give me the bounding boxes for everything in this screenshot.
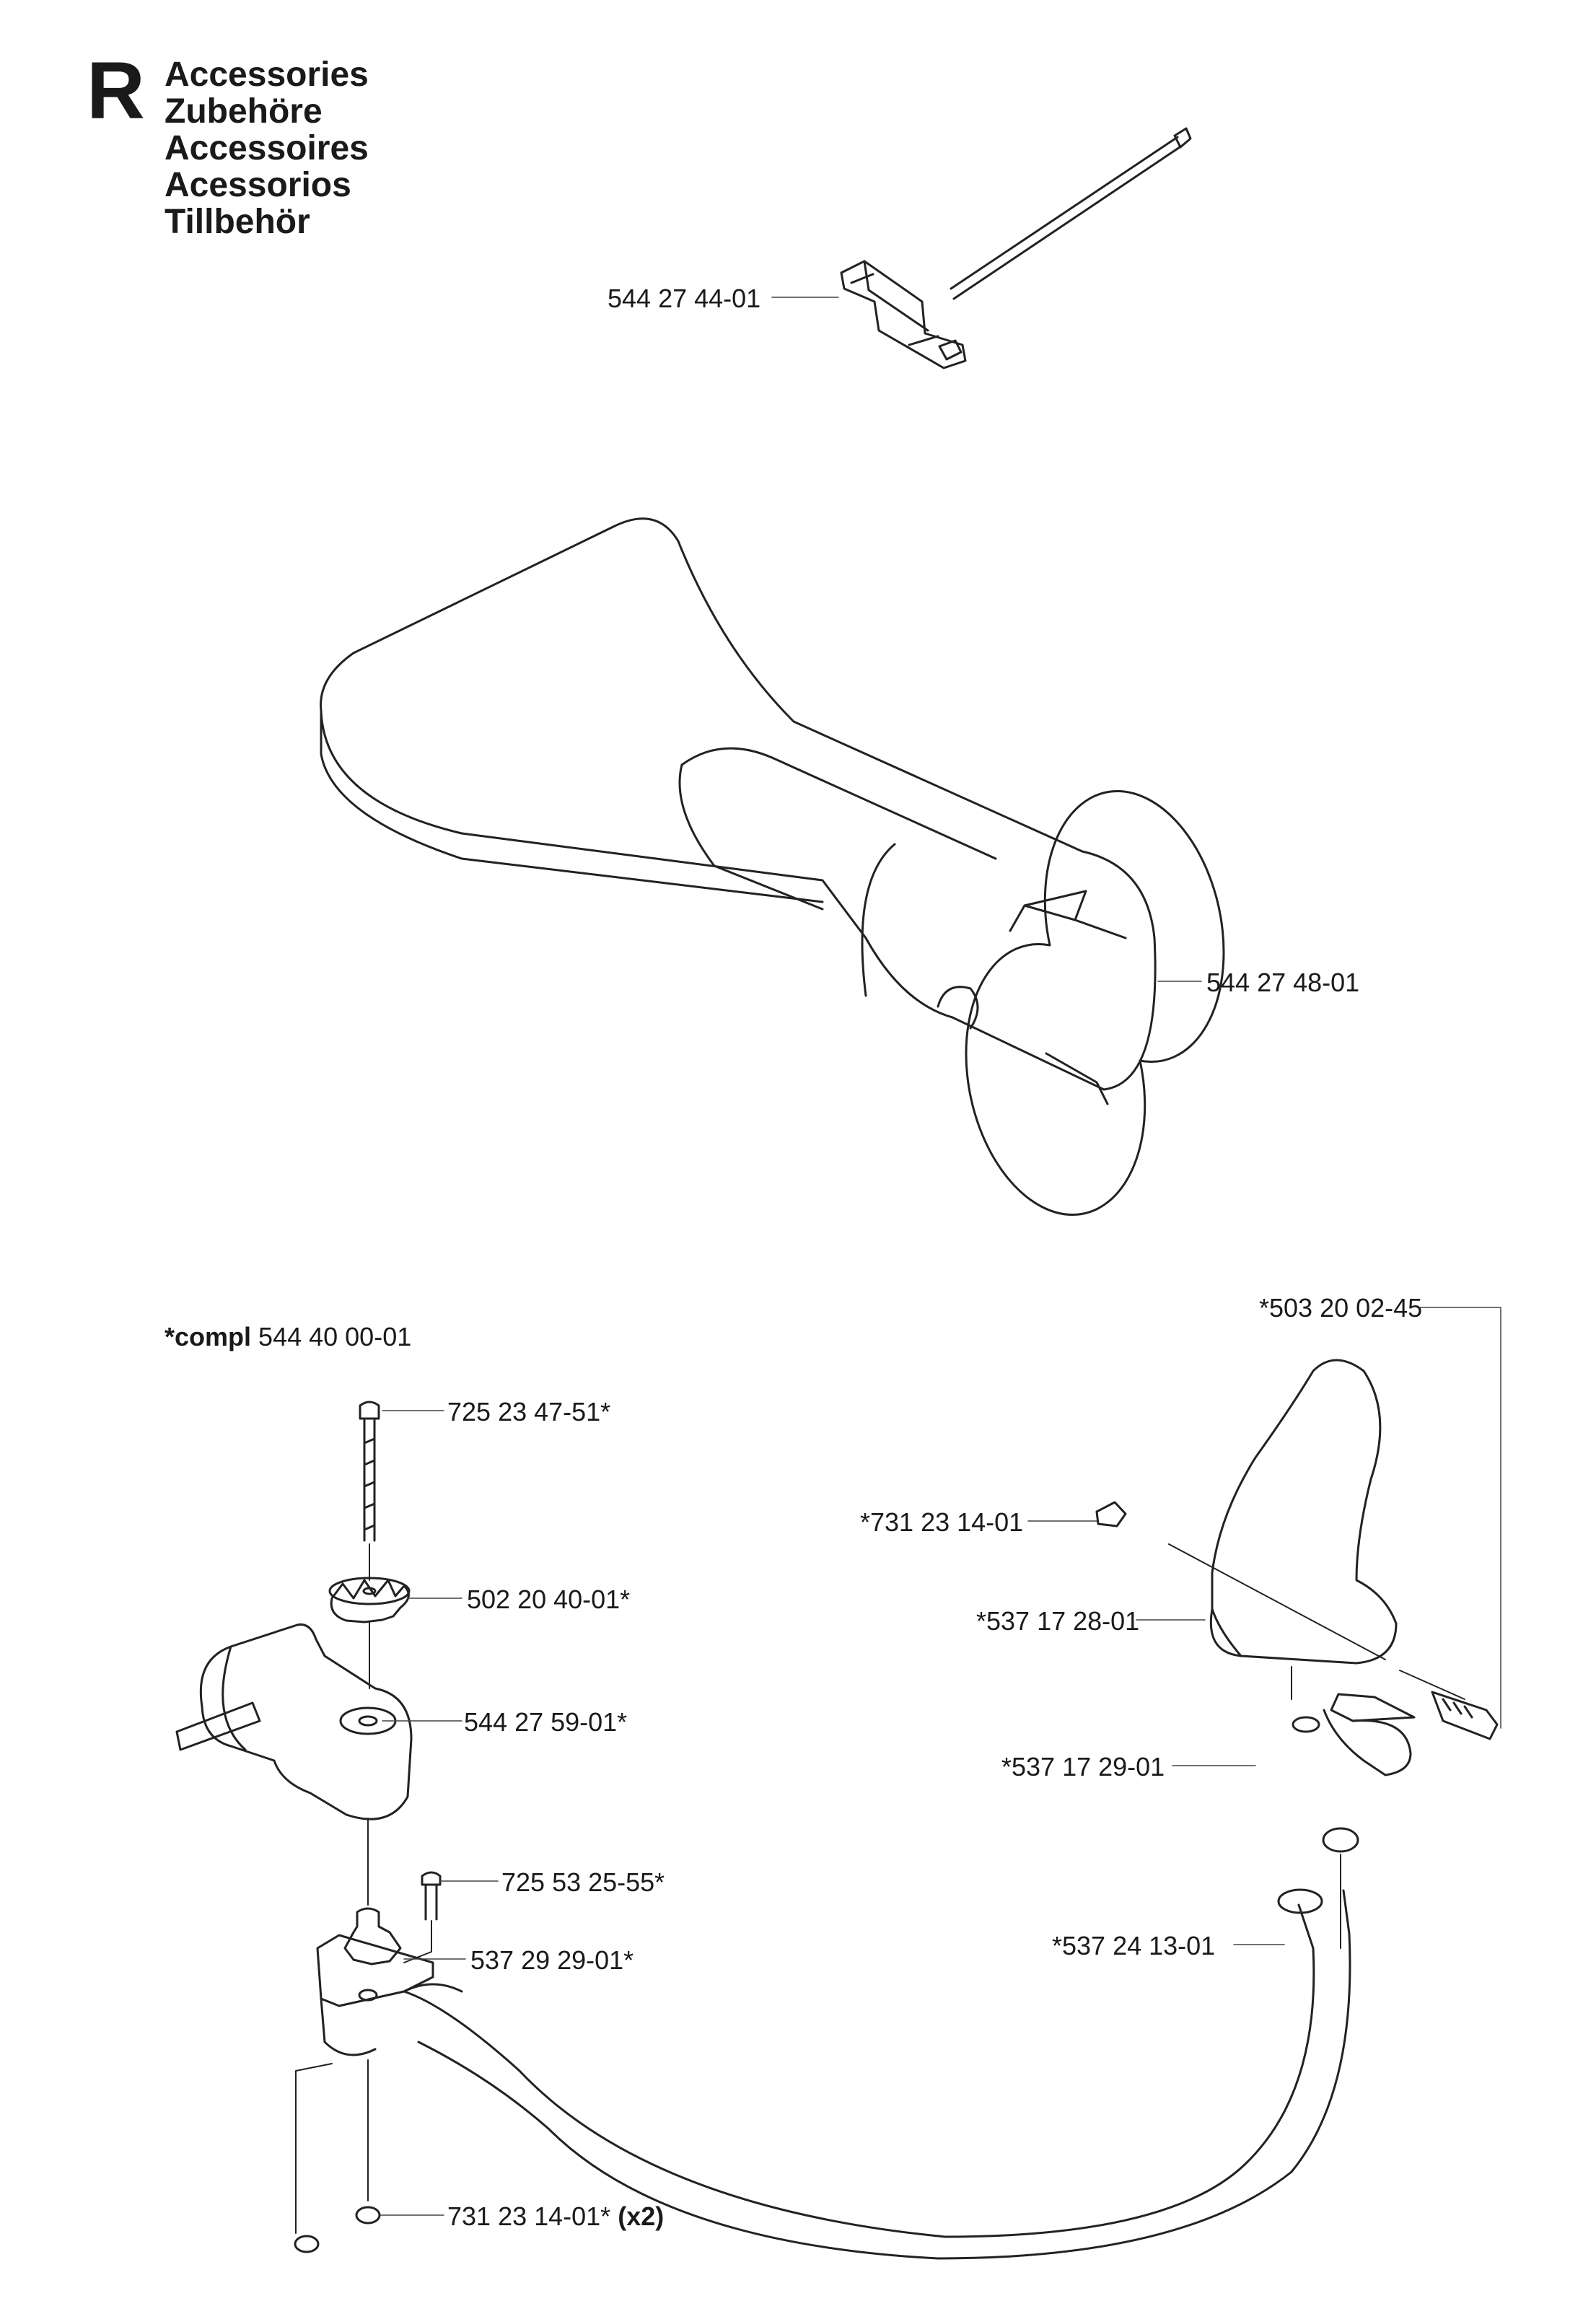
- title-fr: Accessoires: [165, 129, 369, 167]
- nut-quantity: (x2): [618, 2201, 665, 2231]
- label-loop-tube: *537 24 13-01: [1052, 1931, 1216, 1960]
- label-knob: *503 20 02-45: [1259, 1293, 1423, 1323]
- kit-note: *compl 544 40 00-01: [165, 1322, 411, 1352]
- title-sv: Tillbehör: [165, 203, 310, 241]
- wrench-drawing: [840, 127, 1192, 369]
- label-wrench: 544 27 44-01: [608, 284, 761, 313]
- section-letter: R: [87, 45, 145, 136]
- kit-prefix: *compl: [165, 1322, 252, 1351]
- kit-number: 544 40 00-01: [258, 1322, 412, 1351]
- nut-number: 731 23 14-01*: [447, 2201, 611, 2231]
- label-mount: 537 29 29-01*: [470, 1945, 634, 1975]
- left-assembly-drawing: [175, 1401, 463, 2253]
- label-nut: 731 23 14-01* (x2): [447, 2204, 664, 2230]
- label-clamp: 544 27 59-01*: [464, 1707, 628, 1737]
- label-nozzle: 544 27 48-01: [1206, 968, 1360, 997]
- loop-handle-drawing: [403, 1359, 1499, 2260]
- title-de: Zubehöre: [165, 92, 323, 131]
- label-handle-bracket: *537 17 29-01: [1001, 1752, 1165, 1781]
- section-titles: Accessories Zubehöre Accessoires Acessor…: [165, 56, 369, 240]
- leader-lines: [380, 297, 1501, 2216]
- label-bolt: 725 23 47-51*: [447, 1397, 611, 1426]
- label-handle: *537 17 28-01: [976, 1606, 1140, 1636]
- title-en: Accessories: [165, 56, 369, 94]
- title-pt: Acessorios: [165, 166, 351, 204]
- label-screw: 725 53 25-55*: [501, 1867, 665, 1897]
- label-washer: 502 20 40-01*: [467, 1585, 631, 1614]
- label-handle-nut: *731 23 14-01: [860, 1507, 1024, 1537]
- nozzle-drawing: [320, 517, 1225, 1216]
